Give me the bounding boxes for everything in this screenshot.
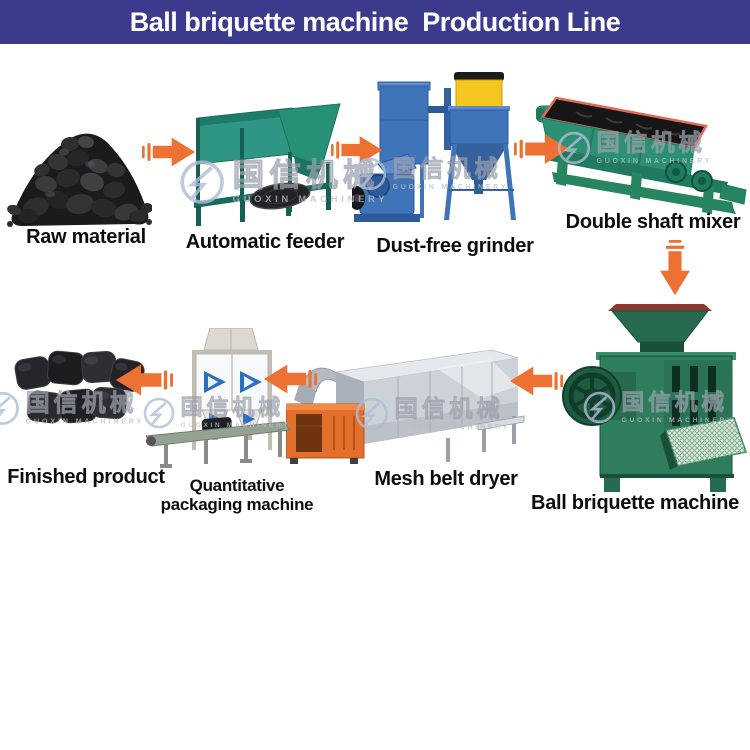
label-packaging-line1: Quantitative xyxy=(189,476,285,495)
label-double-shaft-mixer: Double shaft mixer xyxy=(565,211,741,233)
label-mesh-belt-dryer: Mesh belt dryer xyxy=(374,468,518,490)
mesh-belt-dryer-image xyxy=(286,349,525,464)
label-finished-product: Finished product xyxy=(7,466,165,488)
finished-product-image xyxy=(14,350,145,424)
label-automatic-feeder: Automatic feeder xyxy=(185,231,345,253)
arrow-right-icon xyxy=(142,137,196,167)
label-quantitative-packaging-machine: Quantitative packaging machine xyxy=(152,476,322,514)
header-banner: Ball briquette machine Production Line xyxy=(0,0,750,44)
label-packaging-line2: packaging machine xyxy=(160,494,314,514)
ball-briquette-machine-image xyxy=(562,304,747,492)
arrow-right-icon xyxy=(514,134,570,164)
arrow-left-icon xyxy=(263,364,317,394)
raw-material-image xyxy=(7,133,152,227)
arrow-left-icon xyxy=(115,364,173,396)
automatic-feeder-image xyxy=(194,103,341,226)
quantitative-packaging-machine-image xyxy=(146,328,291,468)
label-raw-material: Raw material xyxy=(26,226,146,248)
page-title: Ball briquette machine Production Line xyxy=(129,7,621,37)
arrow-left-icon xyxy=(509,366,563,396)
label-ball-briquette-machine: Ball briquette machine xyxy=(531,492,739,514)
arrow-right-icon xyxy=(331,136,383,164)
arrow-down-icon xyxy=(660,240,690,296)
label-dust-free-grinder: Dust-free grinder xyxy=(376,235,534,257)
